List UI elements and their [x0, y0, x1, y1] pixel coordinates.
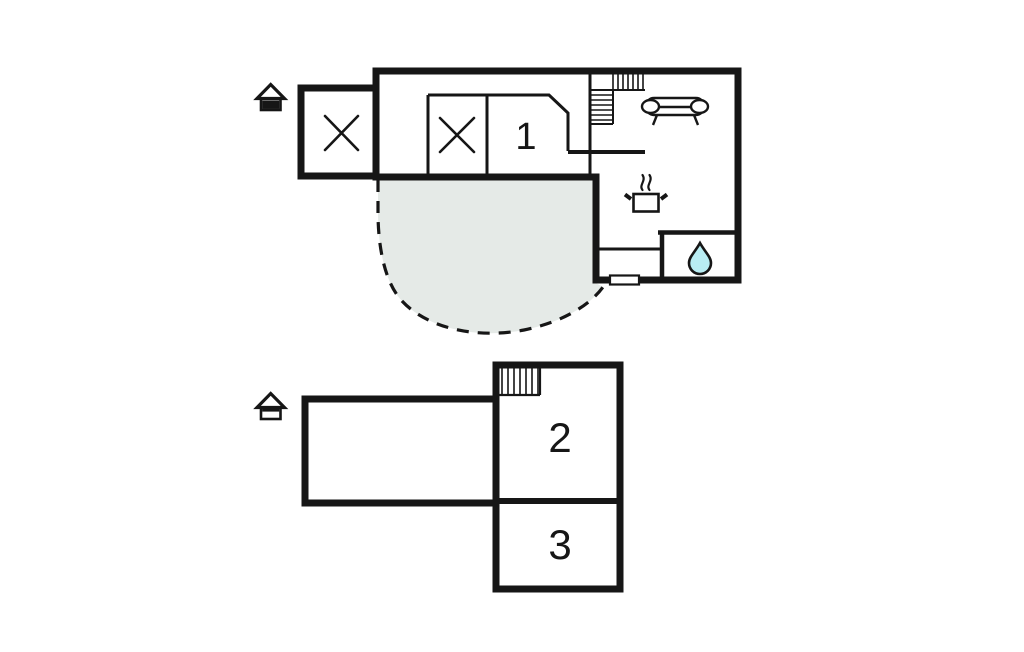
- house-level-icon: [253, 391, 289, 421]
- cross-marker: [438, 116, 476, 154]
- terrace-area: [378, 178, 603, 334]
- window-marker: [608, 274, 641, 286]
- room-3-label: 3: [548, 521, 571, 568]
- floor2-left-room-walls: [301, 395, 500, 507]
- staircase-icon: [499, 368, 542, 397]
- floor2-column-walls: [492, 361, 624, 593]
- room-1-label: 1: [515, 116, 536, 158]
- cooking-pot-icon: [623, 173, 669, 213]
- water-drop-icon: [687, 240, 713, 276]
- house-level-icon: [253, 82, 289, 112]
- floor1-annex-walls: [297, 84, 378, 180]
- floor-plan-level-2: 2 3: [253, 361, 624, 593]
- floor-plan-level-1: 1: [253, 67, 742, 335]
- house-level-fill-lower: [262, 100, 280, 109]
- terrace-dashed-outline: [376, 180, 605, 335]
- steam-icon: [640, 173, 652, 192]
- staircase-icon: [590, 71, 645, 125]
- bathroom-walls: [658, 230, 738, 278]
- room-2-label: 2: [548, 414, 571, 461]
- cross-marker: [323, 114, 360, 152]
- sofa-icon: [640, 96, 710, 126]
